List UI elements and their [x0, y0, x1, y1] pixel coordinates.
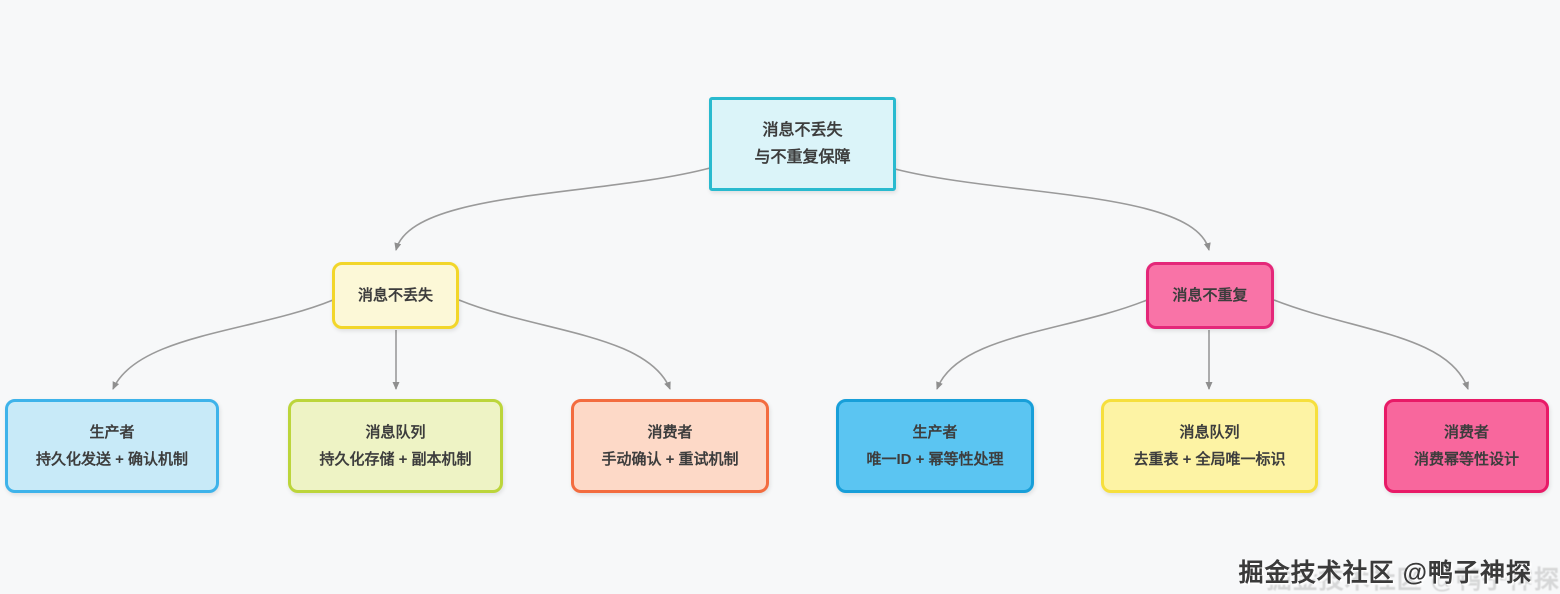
node-line2: 手动确认 + 重试机制: [601, 451, 739, 468]
node-line1: 消息队列: [1179, 424, 1240, 441]
node-root-line1: 消息不丢失: [762, 122, 843, 139]
node-line1: 消费者: [1443, 424, 1489, 441]
node-line2: 持久化发送 + 确认机制: [35, 451, 189, 468]
watermark-ghost: 掘金技术社区 @鸭子神探: [1266, 566, 1560, 594]
node-producer-idempotent: 生产者 唯一ID + 幂等性处理: [836, 399, 1034, 493]
node-line2: 去重表 + 全局唯一标识: [1133, 451, 1286, 468]
node-consumer-idempotent: 消费者 消费幂等性设计: [1384, 399, 1549, 493]
node-producer-persist: 生产者 持久化发送 + 确认机制: [5, 399, 219, 493]
node-line2: 持久化存储 + 副本机制: [319, 451, 472, 468]
node-line1: 生产者: [912, 424, 958, 441]
node-line1: 消息队列: [365, 424, 426, 441]
node-consumer-ack: 消费者 手动确认 + 重试机制: [571, 399, 769, 493]
node-line1: 消费者: [647, 424, 693, 441]
node-root-line2: 与不重复保障: [754, 149, 851, 166]
edge-no-dup-to-producer: [936, 299, 1148, 390]
node-line2: 唯一ID + 幂等性处理: [866, 451, 1004, 468]
node-queue-dedup: 消息队列 去重表 + 全局唯一标识: [1101, 399, 1318, 493]
node-line2: 消费幂等性设计: [1413, 451, 1519, 468]
edge-root-to-no-loss: [394, 167, 711, 251]
watermark: 掘金技术社区 @鸭子神探: [1238, 559, 1532, 587]
node-root: 消息不丢失 与不重复保障: [709, 97, 896, 191]
edge-no-dup-to-consumer: [1273, 299, 1469, 390]
node-no-dup: 消息不重复: [1146, 262, 1274, 329]
edge-no-loss-to-consumer: [458, 299, 671, 390]
edge-root-to-no-dup: [894, 168, 1211, 251]
node-no-dup-label: 消息不重复: [1172, 287, 1248, 304]
node-no-loss-label: 消息不丢失: [357, 287, 433, 304]
node-queue-persist: 消息队列 持久化存储 + 副本机制: [288, 399, 503, 493]
edge-no-loss-to-producer: [112, 299, 334, 390]
node-line1: 生产者: [89, 424, 135, 441]
node-no-loss: 消息不丢失: [332, 262, 459, 329]
